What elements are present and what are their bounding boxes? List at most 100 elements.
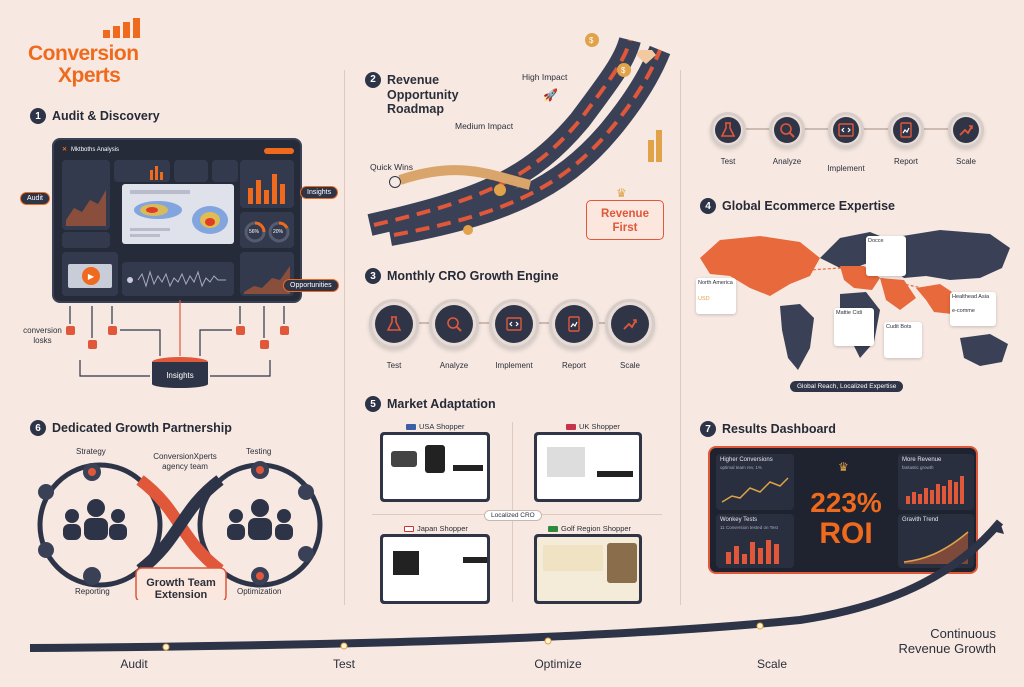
uae-flag-icon bbox=[548, 525, 558, 532]
label-medium-impact: Medium Impact bbox=[455, 121, 514, 131]
agency-team-line-1: ConversionXperts bbox=[153, 452, 217, 461]
label-high-impact: High Impact bbox=[522, 72, 568, 82]
rocket-icon: 🚀 bbox=[543, 88, 558, 102]
region-currency: USD bbox=[698, 296, 710, 302]
area-chart-icon bbox=[66, 190, 106, 226]
callout-audit: Audit bbox=[20, 192, 50, 205]
shop-screen-golf bbox=[534, 534, 642, 604]
app-title-bar: ✕ Mktboths Analysis bbox=[62, 146, 119, 154]
heatmap-icon bbox=[130, 190, 228, 237]
panel-title: Gravith Trend bbox=[902, 517, 939, 523]
buy-button[interactable] bbox=[463, 557, 487, 563]
timeline-stage-optimize: Optimize bbox=[534, 657, 582, 671]
shoe-image bbox=[547, 447, 585, 477]
japan-flag-icon bbox=[404, 525, 414, 532]
section-title-text: Audit & Discovery bbox=[52, 109, 160, 123]
callout-insights: Insights bbox=[300, 186, 339, 199]
step-label: Scale bbox=[619, 361, 640, 370]
step-label: Test bbox=[386, 361, 402, 370]
section-number: 4 bbox=[700, 198, 716, 214]
magnifier-icon bbox=[435, 305, 473, 343]
label-strategy: Strategy bbox=[76, 447, 106, 456]
code-icon bbox=[495, 305, 533, 343]
step-label: Test bbox=[720, 157, 736, 166]
step-label: Scale bbox=[955, 157, 976, 166]
step-circle bbox=[888, 112, 924, 148]
roadmap-title-line-2: Opportunity bbox=[387, 88, 459, 102]
uk-flag-icon bbox=[566, 423, 576, 430]
bar-chart-icon bbox=[150, 166, 163, 180]
header-button[interactable] bbox=[264, 148, 294, 154]
trend-chart-icon bbox=[244, 266, 290, 294]
svg-text:$: $ bbox=[589, 36, 594, 45]
localized-cro-badge: Localized CRO bbox=[484, 510, 542, 521]
growth-icon bbox=[611, 305, 649, 343]
step-label: Report bbox=[561, 361, 586, 370]
buy-button[interactable] bbox=[597, 471, 633, 477]
section-audit-title: 1 Audit & Discovery bbox=[30, 108, 160, 124]
shop-screen-usa bbox=[380, 432, 490, 502]
section-number: 7 bbox=[700, 421, 716, 437]
step-label: Analyze bbox=[772, 157, 802, 166]
flask-icon bbox=[375, 305, 413, 343]
step-label: Analyze bbox=[439, 361, 469, 370]
shop-name: USA Shopper bbox=[419, 422, 465, 431]
logo-bars-icon bbox=[103, 18, 140, 38]
timeline-stage-test: Test bbox=[332, 657, 355, 671]
label-optimization: Optimization bbox=[237, 587, 282, 596]
video-card: ▶ bbox=[62, 252, 118, 296]
us-flag-icon bbox=[406, 423, 416, 430]
step-label: Implement bbox=[495, 361, 533, 370]
trend-chart-icon bbox=[903, 531, 969, 564]
growth-caption: Continuous Revenue Growth bbox=[876, 626, 996, 656]
tshirt-image bbox=[393, 551, 419, 575]
conversion-losses-label: conversion losks bbox=[23, 326, 62, 345]
step-analyze bbox=[429, 299, 479, 349]
region-name: Cudit Bots bbox=[886, 324, 912, 330]
gauge-icon bbox=[244, 221, 290, 243]
region-card-gulf: Cudit Bots bbox=[884, 322, 922, 358]
section-results-title: 7 Results Dashboard bbox=[700, 421, 836, 437]
insights-funnel-diagram bbox=[66, 300, 289, 377]
step-circle bbox=[828, 112, 864, 148]
growth-caption-line-2: Revenue Growth bbox=[898, 641, 996, 656]
panel-subtitle: 11 Conversion tested on Test bbox=[720, 525, 778, 530]
badge-line-1: Revenue bbox=[601, 208, 649, 220]
growth-team-extension: Growth Team Extension bbox=[136, 577, 226, 601]
clock-icon bbox=[389, 176, 401, 188]
play-icon[interactable]: ▶ bbox=[82, 267, 100, 285]
step-circle bbox=[429, 299, 479, 349]
shop-screen-japan bbox=[380, 534, 490, 604]
section-title-text: Market Adaptation bbox=[387, 397, 496, 411]
section-title-text: Dedicated Growth Partnership bbox=[52, 421, 232, 435]
step-circle bbox=[948, 112, 984, 148]
agency-team-line-2: agency team bbox=[162, 462, 208, 471]
step-circle bbox=[769, 112, 805, 148]
mini-bar-card bbox=[62, 232, 110, 248]
buy-button[interactable] bbox=[453, 465, 483, 471]
panel-subtitle: fantastic growth bbox=[902, 465, 934, 470]
report-icon bbox=[555, 305, 593, 343]
section-number: 6 bbox=[30, 420, 46, 436]
roi-percent: 223% bbox=[810, 487, 882, 518]
growth-icon bbox=[953, 117, 979, 143]
stat-card bbox=[174, 160, 208, 182]
roi-display: 223% ROI bbox=[798, 454, 894, 568]
report-icon bbox=[893, 117, 919, 143]
extension-line-1: Growth Team bbox=[146, 577, 216, 589]
logo-line-2: Xperts bbox=[58, 64, 121, 87]
shop-title-uk: UK Shopper bbox=[566, 422, 620, 431]
shop-name: Japan Shopper bbox=[417, 524, 468, 533]
timeline-stage-scale: Scale bbox=[756, 657, 788, 671]
panel-title: Wonkey Tests bbox=[720, 517, 758, 523]
label-testing: Testing bbox=[246, 447, 272, 456]
panel-revenue: More Revenue fantastic growth bbox=[898, 454, 974, 510]
shop-title-golf: Golf Region Shopper bbox=[548, 524, 631, 533]
bar-chart-icon bbox=[906, 476, 964, 504]
stat-card bbox=[212, 160, 238, 182]
section-market-title: 5 Market Adaptation bbox=[365, 396, 496, 412]
section-engine-title: 3 Monthly CRO Growth Engine bbox=[365, 268, 559, 284]
agency-team-label: ConversionXperts agency team bbox=[140, 452, 230, 472]
step-implement bbox=[828, 112, 864, 148]
